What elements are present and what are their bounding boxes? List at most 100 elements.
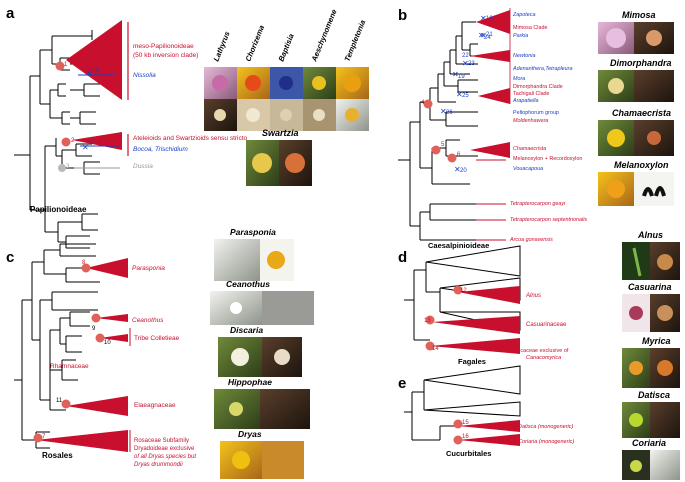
genus-header-3: Aeschynomene bbox=[309, 8, 338, 64]
genus-parasponia: Parasponia bbox=[230, 227, 276, 237]
clade-ceanothus bbox=[96, 314, 128, 322]
clade-datisca bbox=[458, 420, 520, 432]
clade-dimorphandra bbox=[478, 88, 510, 104]
node-21-label: 21 bbox=[486, 32, 493, 38]
label-coriaria: Coriaria (monogeneric) bbox=[518, 439, 574, 445]
svg-text:✕: ✕ bbox=[454, 165, 461, 174]
node-6-label: 6 bbox=[457, 152, 461, 158]
node-12 bbox=[453, 285, 463, 295]
svg-text:✕: ✕ bbox=[480, 31, 487, 40]
label-ceanothus: Ceanothus bbox=[132, 317, 164, 324]
photo-dimorphandra-nodule bbox=[634, 70, 674, 102]
svg-text:✕: ✕ bbox=[456, 90, 463, 99]
node-16 bbox=[453, 435, 463, 445]
photo-dryas-nodule bbox=[262, 441, 304, 479]
genus-coriaria: Coriaria bbox=[632, 438, 666, 448]
node-2 bbox=[61, 137, 71, 147]
taxon-parkia: Parkia bbox=[513, 33, 528, 39]
genus-discaria: Discaria bbox=[230, 325, 263, 335]
node-12-label: 12 bbox=[460, 288, 467, 294]
node-9-label: 9 bbox=[92, 326, 96, 332]
tree-b bbox=[398, 21, 478, 241]
panel-letter-d: d bbox=[398, 249, 407, 266]
node-17-label: 17 bbox=[88, 140, 95, 146]
node-1-label: 1 bbox=[64, 62, 68, 68]
photo-coriaria-nodule bbox=[650, 450, 680, 480]
loss-marker-16: ✕ bbox=[86, 69, 93, 78]
clade-parasponia bbox=[86, 258, 128, 278]
label-myricaceae-2: Canacomyrica bbox=[526, 355, 561, 361]
node-14 bbox=[425, 341, 435, 351]
node-26-label: 26 bbox=[446, 110, 453, 116]
taxon-vouacapoua: Vouacapoua bbox=[513, 166, 543, 172]
genus-ceanothus: Ceanothus bbox=[226, 279, 270, 289]
label-alnus: Alnus bbox=[525, 293, 541, 299]
node-24-label: 24 bbox=[484, 35, 491, 41]
label-datisca: Datisca (monogeneric) bbox=[518, 424, 573, 430]
node-3-label: 3 bbox=[66, 164, 70, 170]
node-7-label: 7 bbox=[42, 434, 46, 440]
genus-hippophae: Hippophae bbox=[228, 377, 272, 387]
loss-marker-17: ✕ bbox=[82, 143, 89, 152]
taxon-arcoa: Arcoa gonavensis bbox=[509, 237, 553, 243]
label-casuarinaceae: Casuarinaceae bbox=[526, 322, 567, 328]
label-rosaceae-2: Dryadoideae exclusive bbox=[134, 446, 195, 452]
panel-letter-c: c bbox=[6, 249, 14, 266]
taxon-adenanthera: Adenanthera,Tetrapleura bbox=[512, 66, 572, 72]
genus-header-2: Baptisia bbox=[277, 32, 296, 62]
node-22-label: 22 bbox=[462, 53, 469, 59]
genus-dryas: Dryas bbox=[238, 429, 262, 439]
label-meso-2: (50 kb inversion clade) bbox=[133, 52, 198, 59]
label-nissolia: Nissolia bbox=[133, 72, 156, 79]
label-rhamnaceae: Rhamnaceae bbox=[50, 363, 89, 370]
label-elaeagnaceae: Elaeagnaceae bbox=[134, 402, 176, 409]
node-15 bbox=[453, 419, 463, 429]
taxon-arapatiella: Arapatiella bbox=[512, 98, 538, 104]
taxon-tachigali-clade: Tachigali Clade bbox=[513, 91, 550, 97]
genus-mimosa: Mimosa bbox=[622, 10, 656, 20]
photo-datisca-nodule bbox=[650, 402, 680, 438]
panel-d: d 12 13 14 Alnus Casuarinaceae Myricacea… bbox=[398, 230, 680, 388]
taxon-dimorphandra-clade: Dimorphandra Clade bbox=[513, 84, 563, 90]
label-colletieae: Tribe Colletieae bbox=[134, 335, 180, 342]
clade-myricaceae bbox=[430, 338, 520, 354]
clade-coriaria bbox=[458, 434, 520, 446]
tree-a bbox=[14, 30, 102, 249]
genus-casuarina: Casuarina bbox=[628, 282, 672, 292]
taxon-peltophorum: Peltophorum group bbox=[513, 110, 559, 116]
genus-datisca: Datisca bbox=[638, 390, 670, 400]
clade-mimosa bbox=[476, 10, 510, 34]
label-meso-1: meso-Papilionoideae bbox=[133, 43, 194, 50]
panel-b: b 4 5 6 ✕18 ✕24 ✕21 bbox=[398, 7, 674, 250]
clade-casuarinaceae bbox=[432, 316, 520, 334]
node-8 bbox=[81, 263, 91, 273]
label-myricaceae-1: Myricaceae exclusive of bbox=[510, 348, 569, 354]
node-2-label: 2 bbox=[71, 138, 75, 144]
svg-text:✕: ✕ bbox=[462, 59, 469, 68]
genus-chamaecrista: Chamaecrista bbox=[612, 108, 671, 118]
node-11 bbox=[61, 399, 71, 409]
taxon-newtonia: Newtonia bbox=[513, 53, 535, 59]
node-23-label: 23 bbox=[468, 61, 475, 67]
genus-header-4: Templetonia bbox=[343, 19, 368, 63]
node-11-label: 11 bbox=[56, 398, 63, 404]
node-13 bbox=[425, 315, 435, 325]
photo-grid-a bbox=[204, 67, 369, 131]
panel-e: e 15 16 Datisca (monogeneric) Coriaria (… bbox=[398, 365, 680, 480]
panel-a: a 1 2 bbox=[6, 5, 369, 249]
node-18-label: 18 bbox=[486, 16, 493, 22]
genus-header-1: Chorizema bbox=[244, 24, 267, 63]
taxon-melanoxylon: Melanoxylon + Recordoxylon bbox=[513, 156, 582, 162]
panel-c-title: Rosales bbox=[42, 451, 73, 460]
taxon-tetrapterocarpon-sept: Tetrapterocarpon septentrionalis bbox=[510, 217, 587, 223]
node-10 bbox=[95, 333, 105, 343]
node-1 bbox=[55, 61, 65, 71]
label-dussia: Dussia bbox=[133, 163, 153, 170]
label-parasponia: Parasponia bbox=[132, 265, 165, 272]
genus-header-0: Lathyrus bbox=[212, 30, 232, 63]
node-20-label: 20 bbox=[460, 168, 467, 174]
genus-alnus: Alnus bbox=[637, 230, 663, 240]
node-19-label: 19 bbox=[458, 74, 465, 80]
genus-label-swartzia: Swartzia bbox=[262, 128, 299, 138]
